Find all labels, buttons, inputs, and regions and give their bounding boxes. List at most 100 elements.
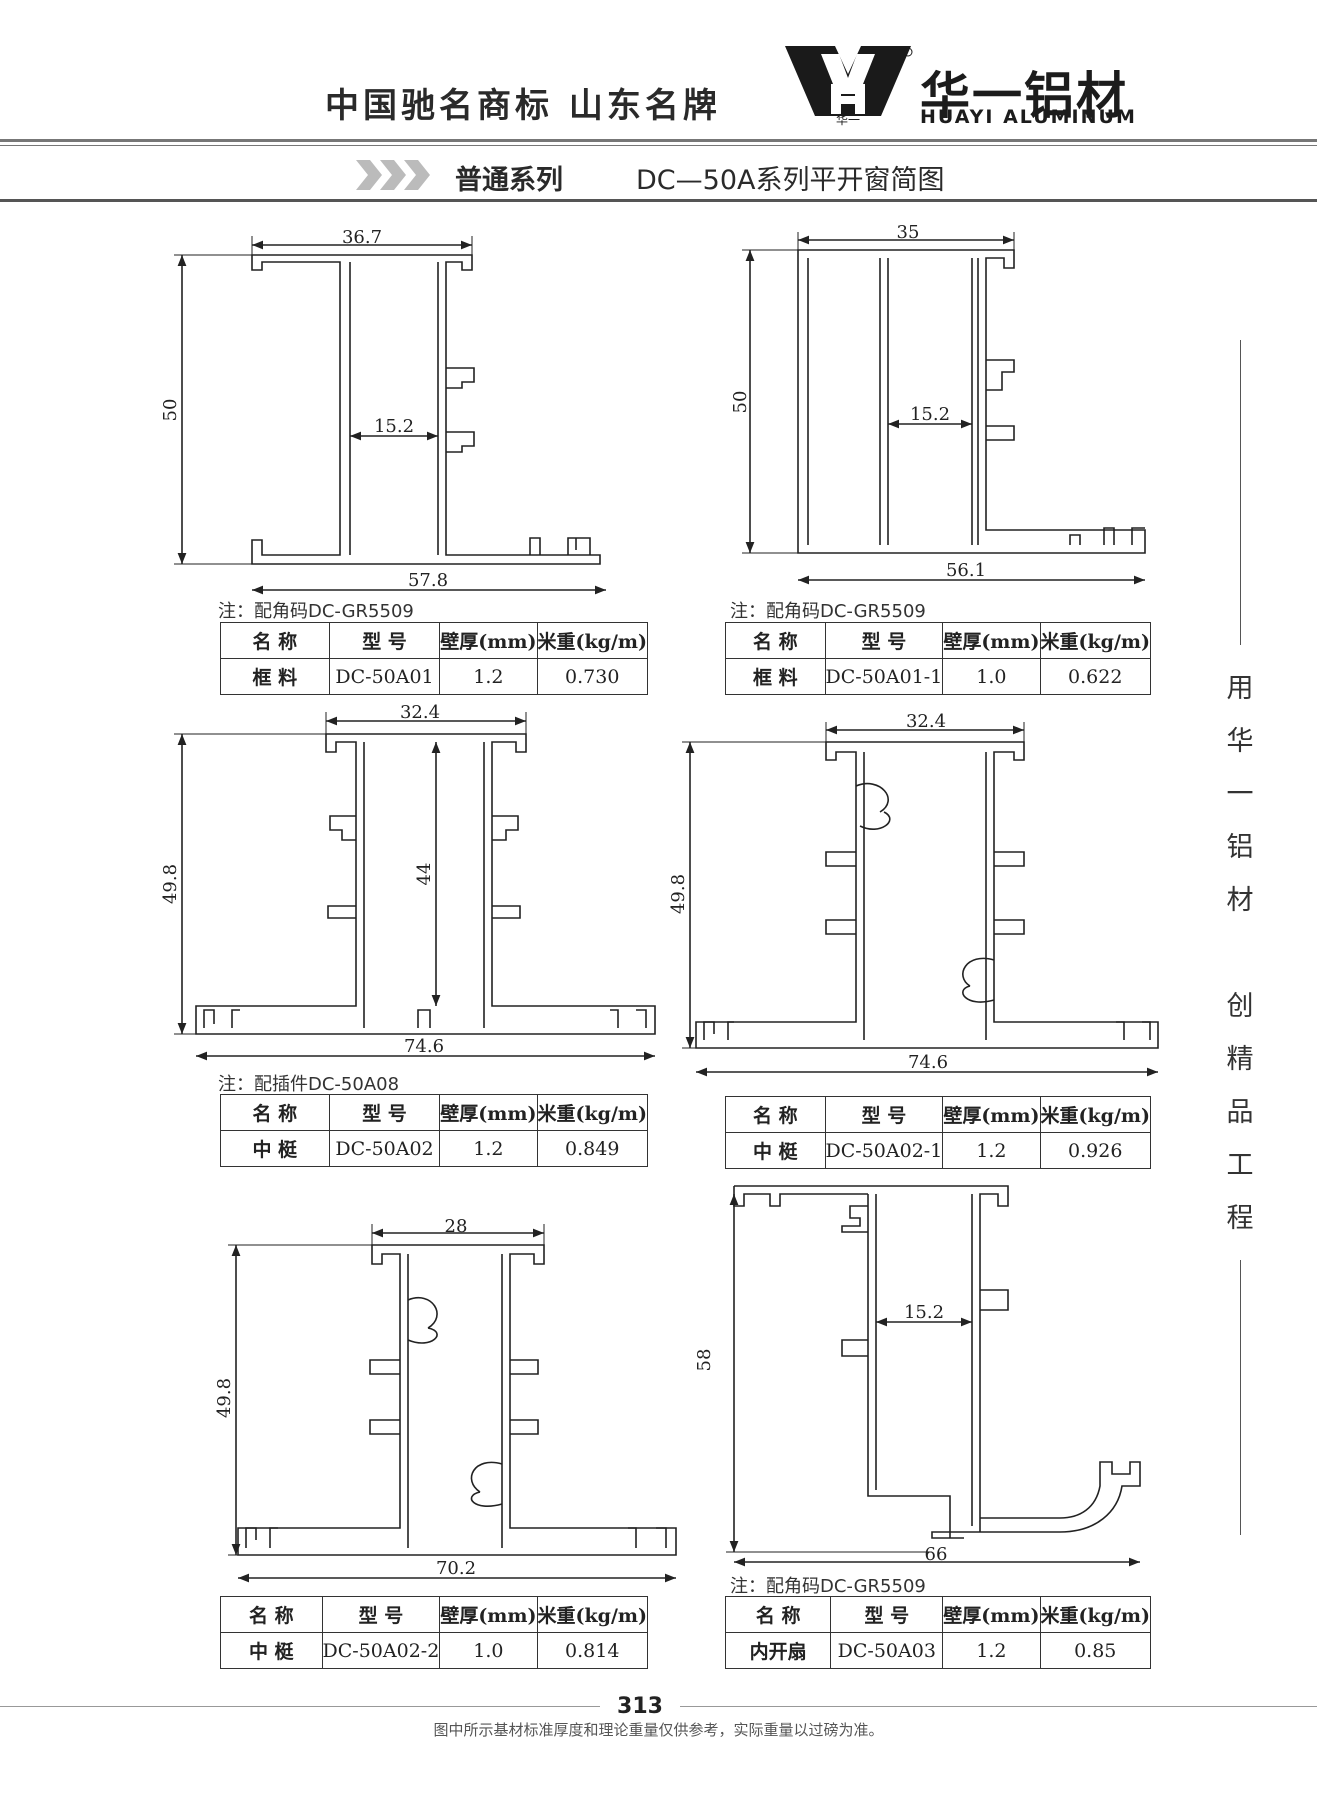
profile-drawing-5 xyxy=(228,1224,677,1583)
cell-weight: 0.849 xyxy=(536,1130,649,1167)
cell-name: 中 梃 xyxy=(220,1130,330,1167)
p1-dim-height: 50 xyxy=(160,399,181,422)
side-char: 用 xyxy=(1226,673,1254,704)
subheader-rule xyxy=(0,199,1317,202)
table-header-row: 名 称 型 号 壁厚(mm) 米重(kg/m) xyxy=(220,1596,649,1633)
header-weight: 米重(kg/m) xyxy=(1039,1096,1152,1133)
header-name: 名 称 xyxy=(724,1596,832,1633)
header-model: 型 号 xyxy=(824,622,944,659)
footer-disclaimer: 图中所示基材标准厚度和理论重量仅供参考，实际重量以过磅为准。 xyxy=(433,1721,884,1739)
side-char: 华 xyxy=(1226,726,1254,757)
cell-weight: 0.85 xyxy=(1039,1632,1152,1669)
cell-thickness: 1.0 xyxy=(439,1632,538,1669)
table-header-row: 名 称 型 号 壁厚(mm) 米重(kg/m) xyxy=(725,622,1152,659)
side-char: 品 xyxy=(1226,1097,1254,1128)
p3-dim-inner: 44 xyxy=(414,863,435,886)
side-char: 精 xyxy=(1226,1044,1254,1075)
series-label: 普通系列 xyxy=(455,165,563,196)
cell-weight: 0.814 xyxy=(536,1632,649,1669)
profile-drawing-6 xyxy=(726,1185,1141,1567)
table-header-row: 名 称 型 号 壁厚(mm) 米重(kg/m) xyxy=(725,1096,1152,1133)
profile-drawing-2 xyxy=(742,232,1146,585)
p1-note: 注：配角码DC-GR5509 xyxy=(218,601,414,622)
p6-dim-bottom: 66 xyxy=(925,1544,948,1565)
side-char: 材 xyxy=(1226,885,1254,916)
header-thickness: 壁厚(mm) xyxy=(439,1596,538,1633)
header-rule-thin xyxy=(0,145,1317,146)
p5-dim-bottom: 70.2 xyxy=(436,1558,476,1579)
brand-name-cn: 华一铝材 xyxy=(920,67,1128,125)
side-char xyxy=(1225,927,1255,980)
cell-weight: 0.730 xyxy=(536,658,649,695)
cell-model: DC-50A02 xyxy=(328,1130,441,1167)
p2-dim-height: 50 xyxy=(730,391,751,414)
spec-table-2: 名 称 型 号 壁厚(mm) 米重(kg/m) 框 料 DC-50A01-1 1… xyxy=(725,622,1152,695)
side-char: 铝 xyxy=(1226,832,1254,863)
spec-table-6: 名 称 型 号 壁厚(mm) 米重(kg/m) 内开扇 DC-50A03 1.2… xyxy=(724,1596,1152,1669)
table-row: 中 梃 DC-50A02-2 1.0 0.814 xyxy=(220,1632,649,1669)
p3-dim-height: 49.8 xyxy=(160,864,181,904)
side-char: 程 xyxy=(1226,1203,1254,1234)
p3-note: 注：配插件DC-50A08 xyxy=(218,1074,400,1095)
profile-drawing-4 xyxy=(682,722,1159,1077)
header-thickness: 壁厚(mm) xyxy=(439,622,538,659)
header-weight: 米重(kg/m) xyxy=(536,622,649,659)
table-row: 框 料 DC-50A01-1 1.0 0.622 xyxy=(725,658,1152,695)
cell-model: DC-50A02-1 xyxy=(824,1132,944,1169)
header-model: 型 号 xyxy=(328,622,441,659)
cell-model: DC-50A01-1 xyxy=(824,658,944,695)
p1-dim-bottom: 57.8 xyxy=(408,570,448,591)
p6-dim-height: 58 xyxy=(694,1349,715,1372)
header-thickness: 壁厚(mm) xyxy=(942,622,1041,659)
header-thickness: 壁厚(mm) xyxy=(439,1094,538,1131)
profile-drawing-1 xyxy=(174,236,606,595)
side-rule-bottom xyxy=(1240,1260,1241,1535)
header-weight: 米重(kg/m) xyxy=(1039,1596,1152,1633)
header-weight: 米重(kg/m) xyxy=(1039,622,1152,659)
cell-thickness: 1.2 xyxy=(439,1130,538,1167)
side-char: 一 xyxy=(1226,779,1254,810)
p5-dim-height: 49.8 xyxy=(214,1378,235,1418)
cell-name: 内开扇 xyxy=(724,1632,832,1669)
cell-weight: 0.622 xyxy=(1039,658,1152,695)
header-name: 名 称 xyxy=(220,1094,330,1131)
brand-logo-icon: 华一 xyxy=(785,46,913,126)
p1-dim-top: 36.7 xyxy=(342,227,382,248)
header-slogan: 中国驰名商标 山东名牌 xyxy=(325,86,721,126)
p6-dim-inner: 15.2 xyxy=(904,1302,944,1323)
profile-drawing-3 xyxy=(174,712,656,1061)
p3-dim-bottom: 74.6 xyxy=(404,1036,444,1057)
spec-table-3: 名 称 型 号 壁厚(mm) 米重(kg/m) 中 梃 DC-50A02 1.2… xyxy=(220,1094,649,1167)
header-rule-top xyxy=(0,139,1317,142)
side-char: 创 xyxy=(1226,991,1254,1022)
table-row: 框 料 DC-50A01 1.2 0.730 xyxy=(220,658,649,695)
table-header-row: 名 称 型 号 壁厚(mm) 米重(kg/m) xyxy=(220,622,649,659)
table-row: 中 梃 DC-50A02 1.2 0.849 xyxy=(220,1130,649,1167)
side-rule-top xyxy=(1240,340,1241,645)
cell-thickness: 1.2 xyxy=(942,1132,1041,1169)
cell-model: DC-50A01 xyxy=(328,658,441,695)
p2-dim-inner: 15.2 xyxy=(910,404,950,425)
header-name: 名 称 xyxy=(220,1596,323,1633)
cell-weight: 0.926 xyxy=(1039,1132,1152,1169)
cell-thickness: 1.2 xyxy=(942,1632,1041,1669)
p5-dim-top: 28 xyxy=(445,1216,468,1237)
header-weight: 米重(kg/m) xyxy=(536,1094,649,1131)
header-model: 型 号 xyxy=(328,1094,441,1131)
table-row: 中 梃 DC-50A02-1 1.2 0.926 xyxy=(725,1132,1152,1169)
header-thickness: 壁厚(mm) xyxy=(942,1596,1041,1633)
p4-dim-height: 49.8 xyxy=(668,874,689,914)
cell-name: 中 梃 xyxy=(220,1632,323,1669)
logo-text: 华一 xyxy=(836,113,860,126)
p3-dim-top: 32.4 xyxy=(400,702,440,723)
p1-dim-inner: 15.2 xyxy=(374,416,414,437)
spec-table-4: 名 称 型 号 壁厚(mm) 米重(kg/m) 中 梃 DC-50A02-1 1… xyxy=(725,1096,1152,1169)
p6-note: 注：配角码DC-GR5509 xyxy=(730,1576,926,1597)
page-number: 313 xyxy=(600,1694,680,1719)
header-model: 型 号 xyxy=(824,1096,944,1133)
cell-model: DC-50A03 xyxy=(830,1632,944,1669)
p4-dim-top: 32.4 xyxy=(906,711,946,732)
chevrons-icon xyxy=(356,160,430,190)
header-weight: 米重(kg/m) xyxy=(536,1596,649,1633)
